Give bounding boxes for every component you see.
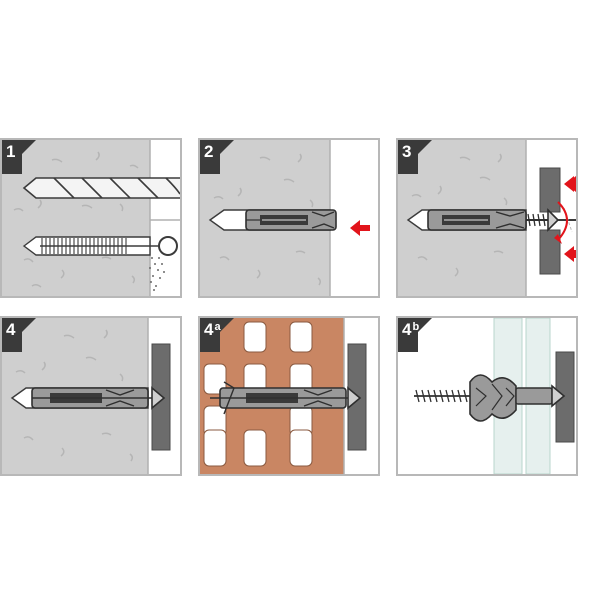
- step-1-panel: 1: [0, 138, 182, 298]
- step-1-illustration: [2, 140, 180, 296]
- step-number: 4b: [402, 320, 420, 339]
- step-4a-badge: 4a: [200, 318, 238, 356]
- step-4-illustration: [2, 318, 171, 474]
- step-2-panel: 2: [198, 138, 380, 298]
- step-number: 4: [6, 320, 16, 339]
- step-3-panel: 3: [396, 138, 578, 298]
- step-4b-illustration: [414, 318, 575, 474]
- step-4b-panel: 4b: [396, 316, 578, 476]
- step-number: 2: [204, 142, 214, 161]
- step-4-badge: 4: [2, 318, 40, 356]
- step-number: 3: [402, 142, 412, 161]
- step-3-illustration: [398, 140, 576, 296]
- push-arrow: [350, 220, 370, 236]
- step-4b-badge: 4b: [398, 318, 436, 356]
- step-4a-illustration: [200, 318, 378, 474]
- step-1-badge: 1: [2, 140, 40, 178]
- step-4a-panel: 4a: [198, 316, 380, 476]
- step-3-badge: 3: [398, 140, 436, 178]
- step-2-badge: 2: [200, 140, 238, 178]
- step-2-illustration: [200, 140, 370, 296]
- wall-plug: [245, 209, 337, 231]
- step-4-panel: 4: [0, 316, 182, 476]
- step-number: 4a: [204, 320, 221, 339]
- step-number: 1: [6, 142, 16, 161]
